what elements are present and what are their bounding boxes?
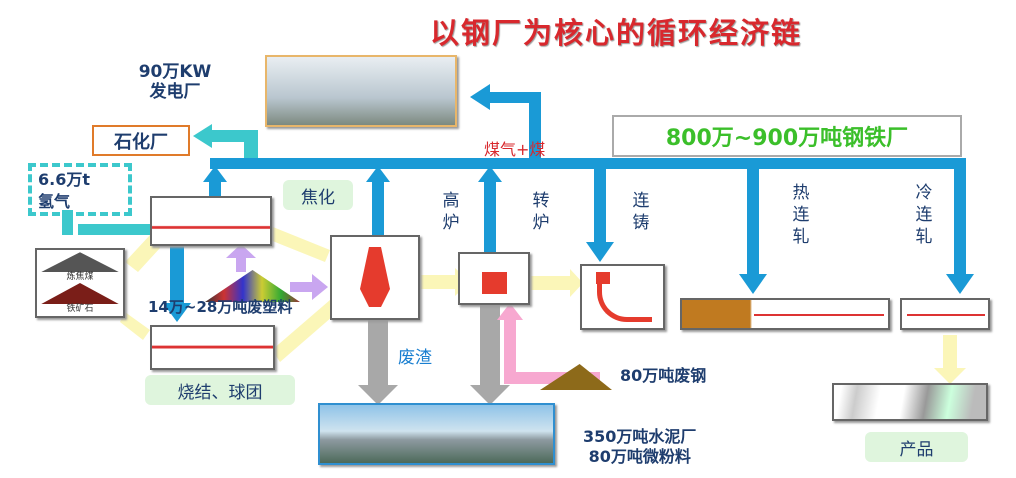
plastic-label: 14万~28万吨废塑料 (148, 298, 293, 316)
coking-label: 焦化 (283, 180, 353, 210)
products-label: 产品 (865, 432, 968, 462)
cold-rolling-label: 冷连轧 (915, 183, 933, 247)
ore-label: 铁矿石 (37, 304, 123, 315)
steel-plant-box: 800万~900万吨钢铁厂 (612, 115, 962, 157)
hydrogen-name: 氢气 (38, 192, 71, 211)
casting-label: 连铸 (632, 191, 650, 233)
cement-capacity: 350万吨水泥厂 (583, 427, 697, 446)
teal-arrows (62, 124, 258, 235)
blast-furnace-image (330, 235, 420, 320)
raw-materials-image: 炼焦煤 铁矿石 (35, 248, 125, 318)
power-plant-image (265, 55, 457, 127)
power-plant-capacity: 90万KW (138, 62, 212, 82)
slag-label: 废渣 (398, 348, 432, 368)
ore-pile (41, 283, 119, 304)
cement-label: 350万吨水泥厂 80万吨微粉料 (583, 427, 696, 467)
strand (597, 284, 652, 322)
hot-strip (754, 314, 884, 316)
converter-label: 转炉 (532, 191, 550, 233)
slag-arrows (358, 305, 510, 405)
cold-mill-image (900, 298, 990, 330)
cold-strip (907, 314, 985, 316)
gas-pipes (163, 84, 974, 322)
hydrogen-amount: 6.6万t (38, 170, 90, 189)
ladle (596, 272, 610, 284)
cement-plant-image (318, 403, 555, 465)
converter-body (482, 272, 507, 294)
micro-powder: 80万吨微粉料 (588, 447, 691, 466)
plastic-flow-arrows (226, 244, 328, 300)
caster-image (580, 264, 665, 330)
material-flow-arrows (120, 225, 966, 384)
power-plant-name: 发电厂 (149, 82, 201, 102)
coal-label: 炼焦煤 (37, 272, 123, 283)
hot-mill-image (680, 298, 890, 330)
blast-furnace-label: 高炉 (442, 191, 460, 233)
coke-oven-image (150, 196, 272, 246)
power-plant-label: 90万KW 发电厂 (120, 62, 230, 102)
converter-image (458, 252, 530, 305)
furnace-body (360, 247, 390, 307)
sinter-label: 烧结、球团 (145, 375, 295, 405)
coal-pile (41, 252, 119, 272)
sinter-image (150, 325, 275, 370)
hot-rolling-label: 热连轧 (792, 183, 810, 247)
products-image (832, 383, 988, 421)
gas-coal-label: 煤气+煤 (484, 140, 546, 159)
page-title: 以钢厂为核心的循环经济链 (430, 16, 803, 50)
hydrogen-box: 6.6万t 氢气 (28, 163, 132, 216)
scrap-label: 80万吨废钢 (620, 366, 707, 385)
petrochem-box: 石化厂 (92, 125, 190, 156)
